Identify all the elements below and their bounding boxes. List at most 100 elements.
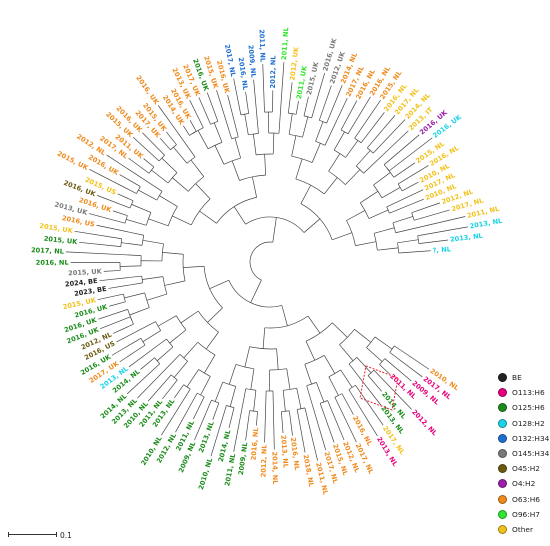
tree-arc: [167, 172, 178, 184]
tree-arc: [333, 149, 346, 158]
tip-label: 2010, NL: [197, 456, 214, 491]
tree-branch: [355, 241, 377, 246]
tree-branch: [326, 85, 343, 124]
tree-branch: [129, 307, 150, 316]
tree-branch: [65, 251, 142, 256]
tip-label: 2015, UK: [43, 235, 78, 246]
tree-branch: [346, 210, 366, 221]
tree-branch: [197, 130, 209, 149]
tree-arc: [179, 354, 188, 362]
tree-branch: [120, 265, 142, 267]
tree-branch: [372, 119, 406, 154]
legend-swatch: [498, 418, 507, 428]
tree-branch: [397, 239, 419, 244]
tree-arc: [383, 164, 390, 172]
tree-branch: [324, 97, 348, 146]
tree-branch: [172, 177, 189, 192]
tree-branch: [398, 250, 431, 254]
highlight-box: [359, 365, 399, 411]
tree-arc: [340, 129, 349, 135]
tree-arc: [190, 198, 211, 226]
tree-branch: [413, 209, 450, 221]
tip-label: 2016, NL: [237, 57, 250, 91]
tree-branch: [250, 279, 262, 303]
tree-branch: [302, 116, 309, 138]
tree-branch: [111, 337, 142, 356]
tree-arc: [228, 280, 282, 308]
scale-bar-tick-right: [56, 532, 57, 537]
tree-branch: [354, 100, 381, 139]
tree-branch: [198, 97, 211, 125]
tip-label: 2013, NL: [469, 217, 504, 231]
tree-branch: [304, 407, 318, 461]
legend-swatch: [498, 479, 507, 489]
tree-branch: [389, 352, 423, 378]
tip-label: 2014, NL: [270, 451, 279, 485]
legend-label: O45:H2: [512, 464, 540, 474]
tree-branch: [328, 376, 339, 396]
tree-branch: [288, 410, 293, 436]
tree-branch: [79, 241, 121, 247]
tree-branch: [233, 78, 242, 115]
tree-branch: [340, 369, 353, 388]
tree-branch: [395, 216, 466, 234]
tree-arc: [269, 368, 287, 371]
tree-arc: [295, 178, 325, 195]
tree-branch: [388, 137, 433, 172]
tree-branch: [367, 115, 396, 149]
tree-arc: [354, 137, 362, 144]
tree-branch: [384, 358, 412, 382]
tree-arc: [203, 266, 223, 309]
tree-branch: [303, 96, 309, 116]
tree-branch: [206, 92, 219, 122]
tree-arc: [249, 346, 277, 350]
tree-branch: [374, 227, 395, 234]
tree-branch: [360, 112, 385, 144]
tree-branch: [360, 190, 379, 204]
tree-branch: [392, 216, 414, 224]
tree-arc: [305, 322, 333, 342]
tree-branch: [89, 169, 137, 194]
scale-bar-tick-left: [8, 532, 9, 537]
legend-label: O113:H6: [512, 388, 545, 398]
tree-branch: [286, 368, 291, 390]
tree-branch: [379, 364, 390, 375]
tree-branch: [140, 357, 155, 370]
scale-bar-line: [8, 534, 56, 535]
tip-label: 2009, NL: [237, 441, 249, 475]
tree-branch: [214, 381, 224, 402]
tree-branch: [186, 369, 199, 388]
tree-arc: [245, 388, 256, 391]
tree-branch: [189, 120, 197, 132]
tree-branch: [205, 331, 219, 350]
tree-branch: [366, 347, 383, 362]
tree-branch: [373, 369, 412, 410]
tree-arc: [170, 374, 178, 381]
tree-arc: [189, 131, 197, 136]
tree-branch: [296, 409, 306, 453]
tree-branch: [142, 239, 164, 245]
tree-arc: [155, 321, 161, 331]
tree-branch: [272, 217, 277, 243]
tree-arc: [144, 292, 150, 308]
tree-branch: [159, 137, 171, 151]
tree-arc: [348, 357, 358, 365]
tree-arc: [386, 206, 390, 214]
tree-arc: [140, 338, 146, 346]
tree-branch: [244, 114, 249, 135]
tree-arc: [148, 166, 155, 174]
tree-arc: [348, 384, 356, 390]
tree-branch: [250, 368, 255, 390]
tree-branch: [116, 321, 156, 343]
legend-label: O132:H34: [512, 433, 550, 443]
tree-branch: [278, 62, 285, 134]
tree-branch: [305, 341, 316, 361]
tree-branch: [124, 292, 145, 299]
tree-branch: [162, 379, 178, 400]
legend-item: O63:H6: [498, 492, 548, 507]
tree-branch: [276, 348, 279, 370]
tree-branch: [345, 140, 359, 158]
legend-swatch: [498, 403, 507, 413]
tree-branch: [209, 279, 229, 290]
